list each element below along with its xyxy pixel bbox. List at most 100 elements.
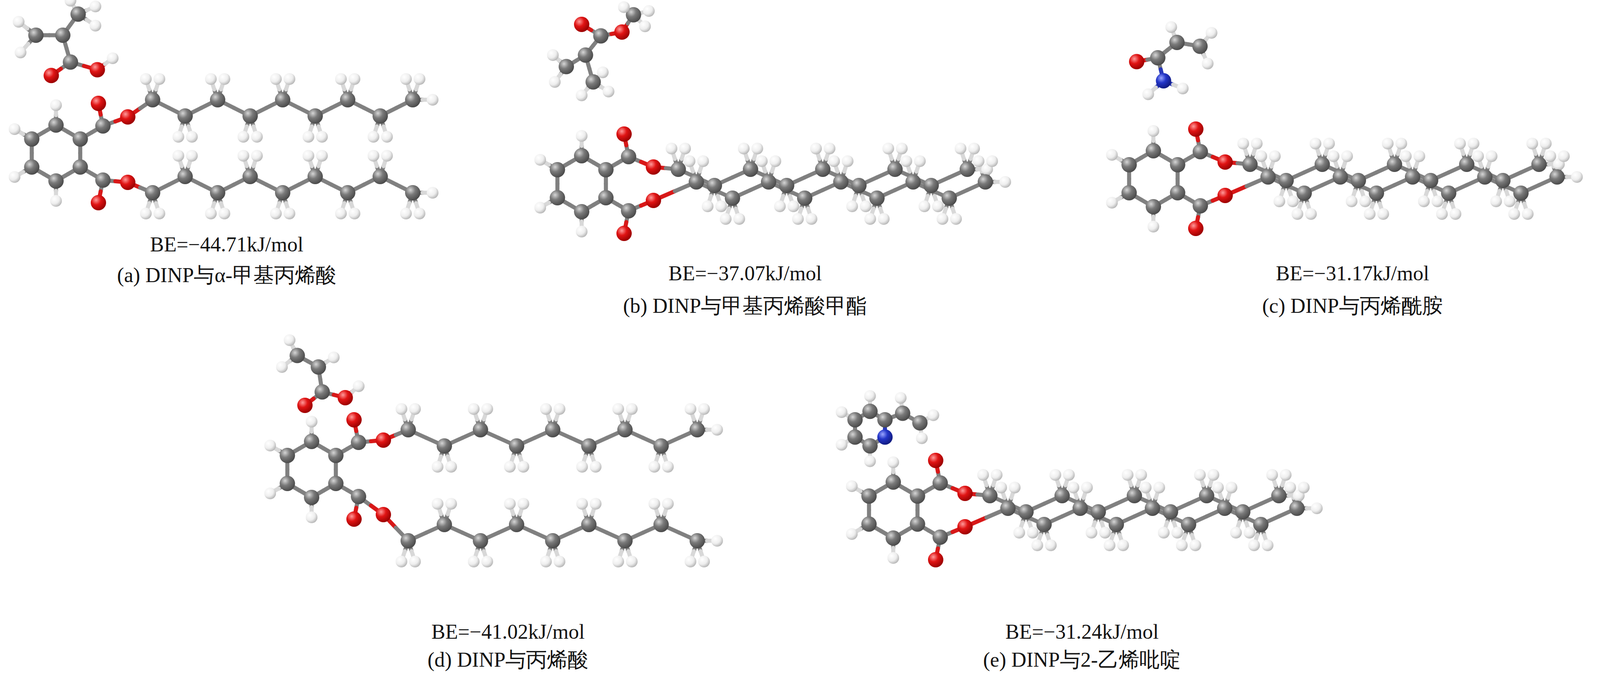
atom <box>1217 154 1233 170</box>
atom <box>1431 195 1444 208</box>
atom <box>835 406 848 419</box>
atom <box>1508 208 1521 220</box>
atom <box>1526 137 1539 150</box>
atom <box>957 485 973 502</box>
atom <box>8 123 21 136</box>
atom <box>1273 195 1286 208</box>
atom <box>1248 539 1260 552</box>
atom <box>701 200 714 213</box>
atom <box>72 131 89 147</box>
binding-energy: BE=−44.71kJ/mol <box>149 232 304 257</box>
atom <box>172 149 185 162</box>
atom <box>912 415 928 431</box>
atom <box>1026 527 1039 539</box>
atom <box>350 489 367 505</box>
atom <box>986 155 999 168</box>
atom <box>307 108 323 124</box>
atom <box>90 195 107 211</box>
atom <box>186 149 198 162</box>
atom <box>431 461 444 473</box>
atom <box>1117 539 1129 552</box>
atom <box>1377 208 1390 220</box>
atom <box>314 384 331 400</box>
atom <box>1309 137 1322 150</box>
atom <box>1139 481 1152 494</box>
atom <box>885 474 901 490</box>
atom <box>895 142 908 155</box>
atom <box>575 225 588 238</box>
atom <box>1422 172 1439 189</box>
atom <box>1260 169 1276 185</box>
atom <box>348 73 361 85</box>
atom <box>1049 469 1062 481</box>
atom <box>602 85 615 98</box>
atom <box>209 185 226 201</box>
atom <box>1250 137 1263 150</box>
atom <box>957 519 973 535</box>
atom <box>915 432 928 445</box>
atom <box>618 1 630 14</box>
atom <box>264 439 276 452</box>
atom <box>581 517 597 533</box>
panel-caption: (e) DINP与2-乙烯吡啶 <box>983 647 1181 673</box>
atom <box>139 73 152 85</box>
atom <box>990 469 1003 481</box>
atom <box>50 195 62 207</box>
atom <box>1521 208 1534 220</box>
atom <box>553 555 566 568</box>
atom <box>598 162 614 178</box>
atom <box>436 438 453 454</box>
atom <box>218 73 231 85</box>
atom <box>877 429 893 445</box>
atom <box>400 73 412 85</box>
atom <box>481 555 494 568</box>
atom <box>909 488 926 504</box>
atom <box>558 59 574 75</box>
atom <box>275 185 291 201</box>
atoms <box>8 0 1583 568</box>
atom <box>72 159 89 175</box>
binding-energy: BE=−31.24kJ/mol <box>1005 619 1159 645</box>
atom <box>1217 500 1233 517</box>
atom <box>1539 137 1552 150</box>
atom <box>1341 150 1353 163</box>
atom <box>50 99 62 112</box>
atom <box>1198 488 1215 504</box>
panel-caption: (c) DINP与丙烯酰胺 <box>1262 293 1443 319</box>
atom <box>774 200 786 213</box>
atom <box>585 74 602 90</box>
atom <box>237 130 250 143</box>
atom <box>895 405 911 422</box>
atom <box>1192 144 1209 160</box>
atom <box>303 489 320 506</box>
atom <box>810 142 822 155</box>
atom <box>573 204 590 220</box>
atom <box>1105 196 1118 209</box>
atom <box>1205 27 1218 39</box>
atom <box>209 92 226 108</box>
atom <box>1287 195 1299 208</box>
atom <box>679 142 691 155</box>
atom <box>1128 54 1145 70</box>
atom <box>1291 208 1304 220</box>
atom <box>1459 156 1475 173</box>
atom <box>845 528 858 541</box>
atom <box>120 174 136 191</box>
atom <box>1531 156 1547 173</box>
atom <box>177 168 193 185</box>
atom <box>1108 517 1125 533</box>
atom <box>186 130 198 143</box>
atom <box>625 403 638 416</box>
bonds <box>14 0 1577 563</box>
binding-energy: BE=−41.02kJ/mol <box>431 619 585 645</box>
atom <box>864 390 877 402</box>
atom <box>1165 21 1178 33</box>
atom <box>283 73 296 85</box>
atom <box>1472 150 1484 163</box>
atom <box>648 461 661 473</box>
atom <box>346 511 362 528</box>
atom <box>1180 517 1197 533</box>
atom <box>153 207 166 220</box>
atom <box>900 155 913 168</box>
